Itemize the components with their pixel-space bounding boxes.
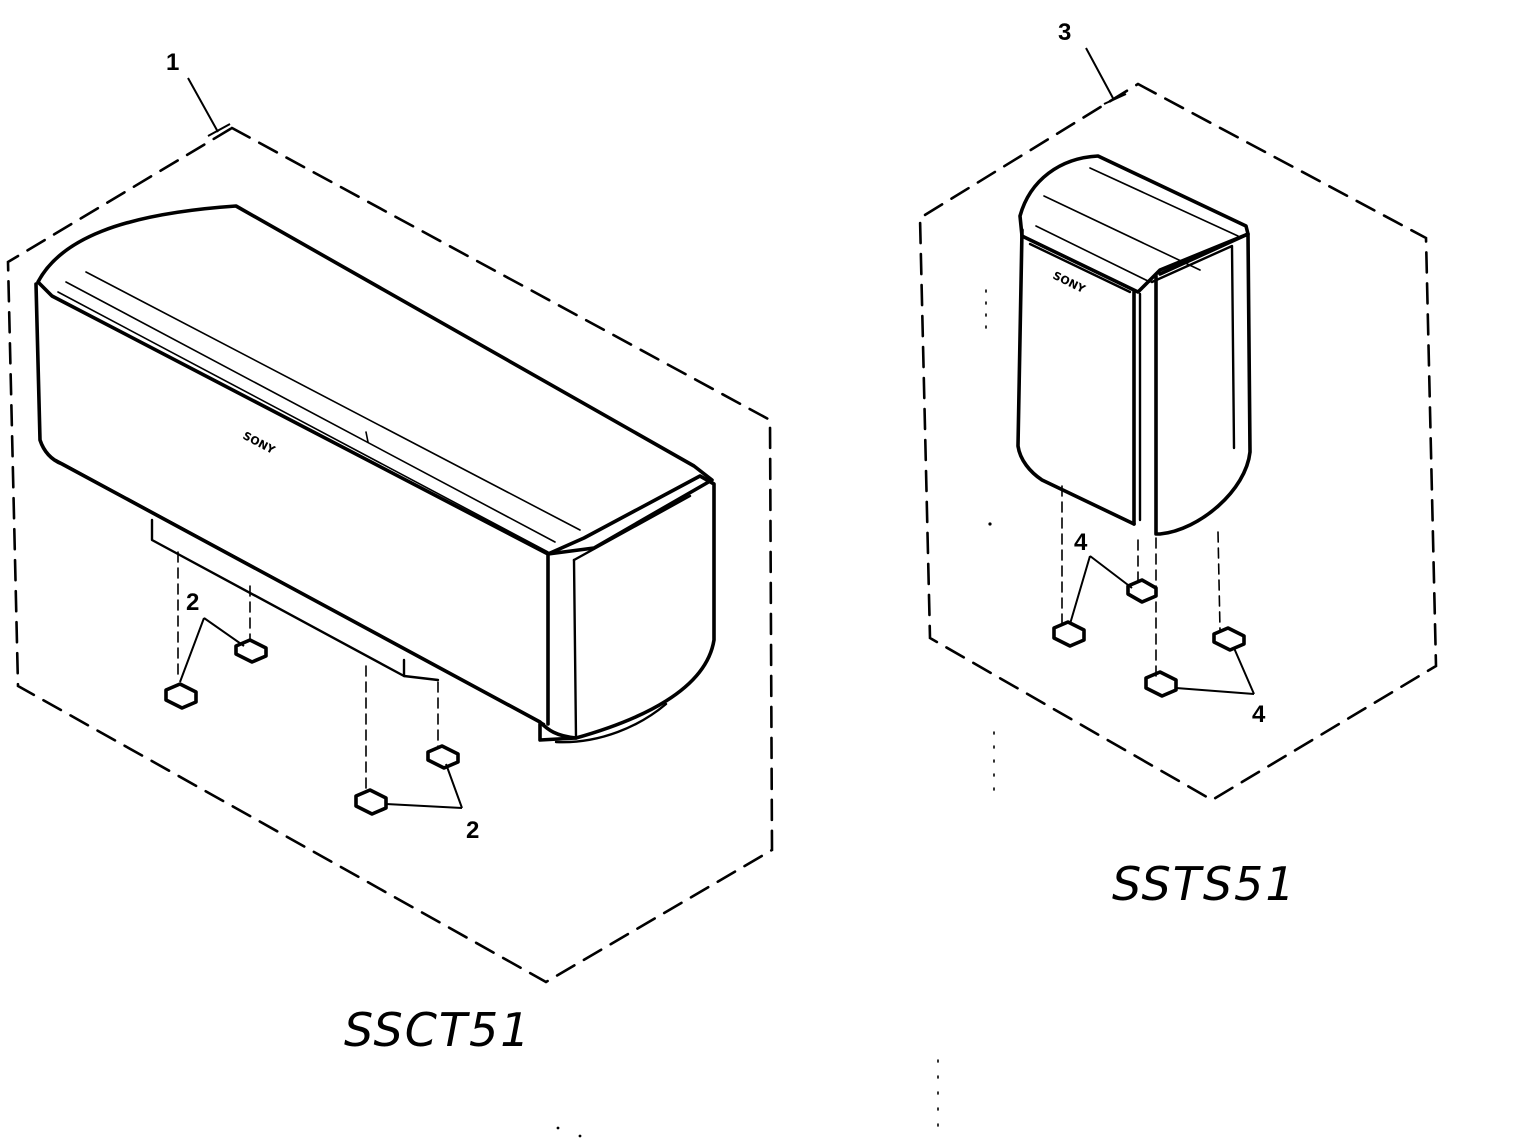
center-feet: 2 2 [164, 551, 479, 844]
satellite-assembly-dashed-box [918, 82, 1438, 802]
satellite-speaker-body: SONY [985, 154, 1252, 536]
callout-2-right-label: 2 [466, 817, 479, 844]
scan-speckles [556, 522, 995, 1141]
foot-pad [1052, 620, 1086, 648]
callout-4-bottom-label: 4 [1252, 701, 1266, 728]
center-speaker-body: SONY [34, 204, 716, 744]
callout-2-left-label: 2 [186, 589, 199, 616]
callout-1-leader [187, 77, 231, 137]
center-speaker-group: 1 SONY [6, 49, 774, 1057]
satellite-brand-logo: SONY [1051, 269, 1089, 296]
center-assembly-dashed-box [6, 126, 774, 984]
callout-4-top-label: 4 [1074, 529, 1088, 556]
foot-pad [164, 682, 198, 710]
foot-pad [1144, 670, 1178, 698]
center-model-label: SSCT51 [344, 1003, 532, 1057]
foot-pad [1212, 626, 1246, 652]
callout-3-label: 3 [1058, 19, 1071, 46]
callout-4-top-leader [1069, 555, 1133, 625]
callout-2-left-leader [179, 617, 245, 683]
center-brand-logo: SONY [241, 429, 278, 457]
callout-4-bottom-leader [1175, 647, 1255, 695]
callout-2-right-leader [385, 763, 463, 809]
foot-pad [426, 744, 460, 770]
callout-3-leader [1085, 47, 1127, 105]
foot-pad [1126, 578, 1158, 604]
satellite-speaker-group: 3 SONY [918, 19, 1438, 911]
foot-pad [234, 638, 268, 664]
satellite-feet: 4 4 [1052, 485, 1266, 728]
foot-pad [354, 788, 388, 816]
callout-1-label: 1 [166, 49, 179, 76]
satellite-model-label: SSTS51 [1112, 857, 1297, 911]
